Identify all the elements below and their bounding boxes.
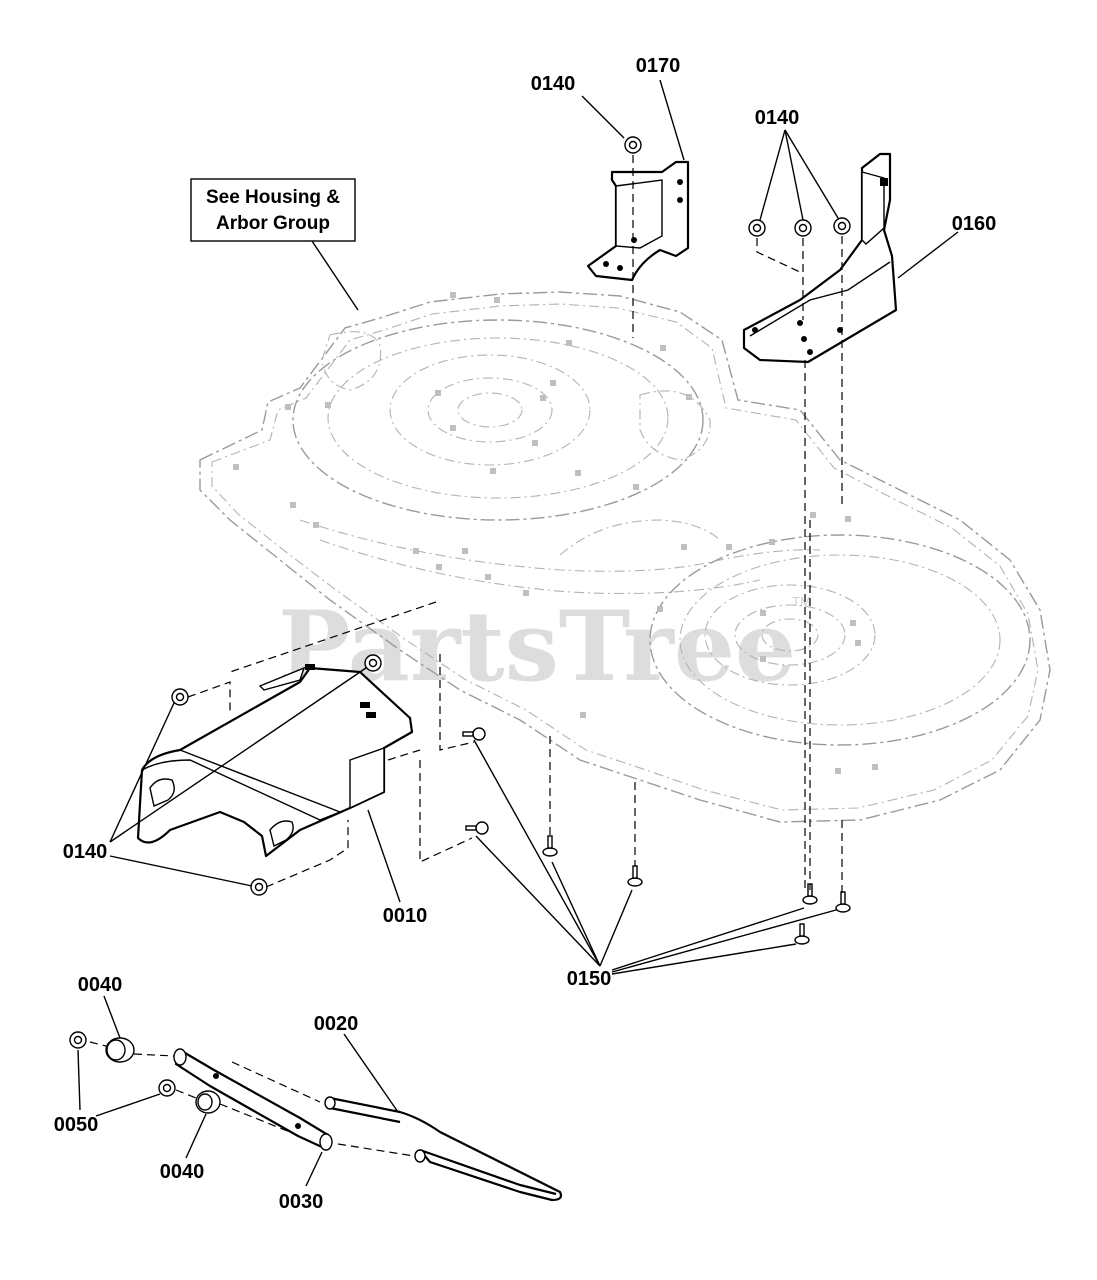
callout-0150: 0150 (567, 968, 612, 990)
callout-0050: 0050 (54, 1114, 99, 1136)
callout-0160: 0160 (952, 213, 997, 235)
callout-0170: 0170 (636, 55, 681, 77)
watermark-tm: TM (792, 594, 811, 609)
callout-0140-left: 0140 (63, 841, 108, 863)
nuts-0050 (69, 1031, 176, 1097)
callout-0140-top: 0140 (531, 73, 576, 95)
nuts-0140-left (171, 654, 382, 896)
callout-0010: 0010 (383, 905, 428, 927)
nuts-0140-top (624, 136, 851, 237)
callout-0040-top: 0040 (78, 974, 123, 996)
link-rod-0030 (173, 1048, 333, 1151)
bracket-0160 (742, 152, 898, 364)
spacers-0040 (105, 1037, 221, 1114)
reference-note: See Housing & Arbor Group (190, 178, 359, 311)
callout-0020: 0020 (314, 1013, 359, 1035)
hanger-bar-0020 (324, 1096, 563, 1202)
bracket-0010 (136, 664, 414, 858)
deck-housing (199, 291, 1051, 823)
callout-0140-right: 0140 (755, 107, 800, 129)
callout-0040-bottom: 0040 (160, 1161, 205, 1183)
reference-note-line-2: Arbor Group (216, 213, 330, 234)
callout-leaders (77, 79, 959, 1187)
callout-labels: 0140 0170 0140 0160 0140 0010 0150 0040 … (54, 55, 997, 1213)
assembly-lines (89, 155, 843, 1157)
callout-0030: 0030 (279, 1191, 324, 1213)
reference-note-line-1: See Housing & (206, 187, 340, 208)
bracket-0170 (586, 160, 690, 282)
